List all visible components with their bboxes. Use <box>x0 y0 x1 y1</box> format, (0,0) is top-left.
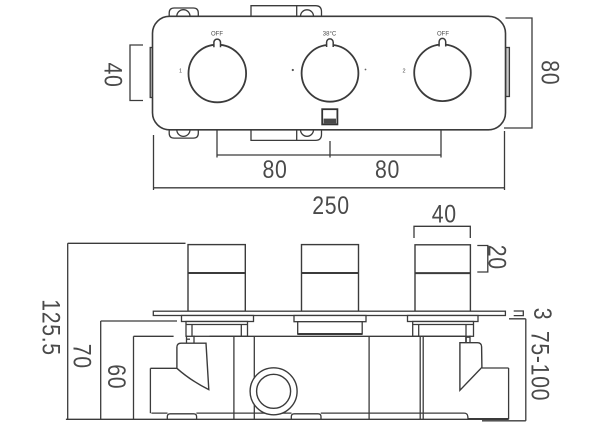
svg-text:3: 3 <box>529 308 557 320</box>
svg-text:80: 80 <box>263 155 288 183</box>
svg-text:40: 40 <box>99 63 127 88</box>
svg-text:80: 80 <box>375 155 400 183</box>
svg-text:125.5: 125.5 <box>37 299 65 356</box>
svg-text:80: 80 <box>536 60 564 85</box>
svg-text:75-100: 75-100 <box>526 331 554 401</box>
svg-text:VADO: VADO <box>324 119 337 124</box>
svg-text:2: 2 <box>402 69 405 75</box>
svg-text:OFF: OFF <box>211 32 223 38</box>
svg-text:1: 1 <box>179 69 182 75</box>
svg-text:38°C: 38°C <box>323 32 337 38</box>
svg-text:70: 70 <box>68 344 96 369</box>
svg-text:250: 250 <box>312 191 349 219</box>
svg-text:40: 40 <box>432 200 457 228</box>
svg-text:60: 60 <box>103 364 131 389</box>
svg-text:OFF: OFF <box>437 32 449 38</box>
svg-text:20: 20 <box>483 245 511 270</box>
